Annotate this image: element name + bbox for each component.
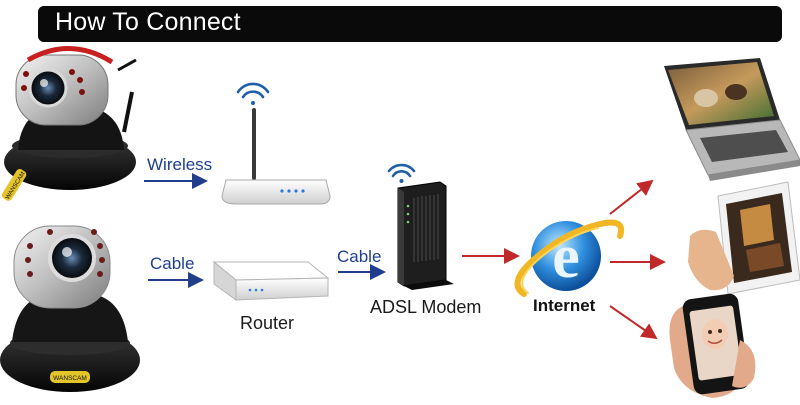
header-bar bbox=[38, 6, 782, 42]
label-router: Router bbox=[240, 313, 295, 333]
adsl-modem bbox=[387, 163, 454, 290]
smartphone bbox=[669, 293, 756, 398]
label-cable-camera: Cable bbox=[150, 254, 195, 273]
wireless-router bbox=[221, 82, 331, 205]
wifi-icon-router bbox=[236, 82, 270, 105]
cable-router bbox=[212, 260, 330, 301]
arrow-internet-phone bbox=[609, 305, 658, 340]
laptop bbox=[664, 58, 800, 181]
label-wireless: Wireless bbox=[147, 155, 213, 174]
arrow-internet-laptop bbox=[609, 179, 654, 215]
wifi-icon-modem bbox=[387, 163, 416, 183]
page-title: How To Connect bbox=[55, 8, 241, 36]
ip-camera-top: WANSCAM bbox=[1, 46, 137, 201]
label-cable-router: Cable bbox=[337, 247, 382, 266]
label-modem: ADSL Modem bbox=[370, 297, 482, 317]
label-internet: Internet bbox=[533, 296, 596, 315]
internet-icon: e bbox=[514, 219, 624, 297]
ip-camera-bottom: WANSCAM bbox=[0, 225, 140, 392]
tablet bbox=[688, 181, 800, 295]
svg-text:WANSCAM: WANSCAM bbox=[53, 375, 87, 382]
